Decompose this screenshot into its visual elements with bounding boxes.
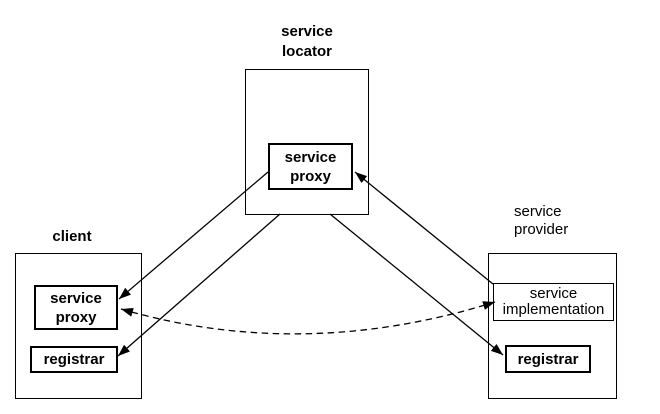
client-label: client	[52, 228, 92, 245]
service-implementation-label: service implementation	[502, 285, 605, 318]
provider-registrar-box: registrar	[505, 345, 591, 373]
service-locator-service-proxy-box: service proxy	[268, 143, 353, 190]
service-provider-label: service provider	[514, 203, 569, 238]
edge-provider-implementation-to-locator-proxy	[354, 171, 494, 285]
service-locator-service-proxy-label: service proxy	[284, 148, 337, 185]
edge-locator-to-provider-registrar	[329, 213, 504, 356]
edge-locator-to-client-registrar	[117, 213, 281, 357]
client-registrar-box: registrar	[30, 346, 118, 373]
service-locator-label: service locator	[281, 23, 333, 60]
service-implementation-box: service implementation	[493, 283, 614, 321]
edge-client-proxy-to-provider-implementation-dashed	[120, 301, 496, 335]
client-service-proxy-box: service proxy	[34, 285, 118, 330]
service-provider-box	[488, 253, 617, 399]
client-registrar-label: registrar	[43, 351, 105, 368]
provider-registrar-label: registrar	[517, 350, 579, 368]
service-locator-box	[245, 69, 369, 215]
client-service-proxy-label: service proxy	[50, 289, 102, 326]
